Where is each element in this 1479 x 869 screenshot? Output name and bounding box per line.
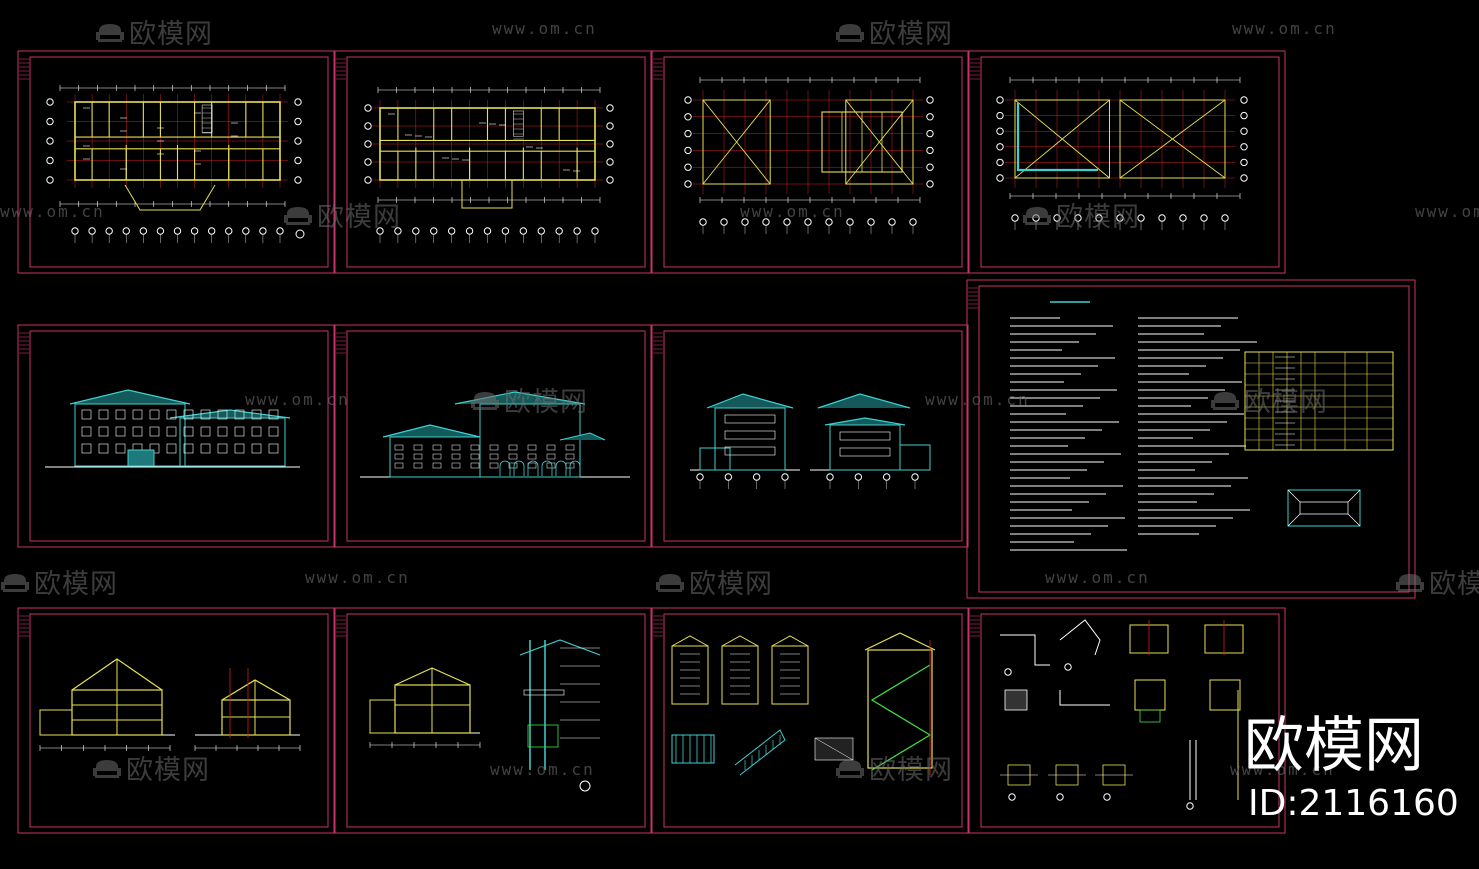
sofa-logo-icon (1210, 388, 1240, 419)
watermark-brand: 欧模网 (1395, 562, 1479, 601)
sofa-logo-icon (1022, 203, 1052, 234)
watermark-brand-text: 欧模网 (689, 569, 773, 600)
sheet-elevation-1 (17, 324, 335, 548)
sofa-logo-icon (470, 388, 500, 419)
sheet-elevation-3 (651, 324, 969, 548)
sofa-logo-icon (95, 20, 125, 51)
watermark-brand-text: 欧模网 (126, 755, 210, 786)
model-id-label: ID:2116160 (1248, 783, 1459, 824)
sofa-logo-icon (1395, 570, 1425, 601)
sofa-logo-icon (283, 203, 313, 234)
section-2 (369, 639, 601, 792)
watermark-brand: 欧模网 (1022, 195, 1140, 234)
watermark-url: www.om.cn (490, 760, 595, 779)
watermark-brand: 欧模网 (92, 748, 210, 787)
roof-plan-1 (693, 90, 923, 194)
sofa-logo-icon (835, 756, 865, 787)
sheet-plan-2 (334, 50, 652, 274)
floor-plan-2 (372, 100, 603, 188)
elevation-front (45, 389, 300, 468)
watermark-url: www.om.cn (305, 568, 410, 587)
sofa-logo-icon (92, 756, 122, 787)
watermark-brand: 欧模网 (655, 562, 773, 601)
watermark-brand: 欧模网 (95, 12, 213, 51)
watermark-brand-text: 欧模网 (504, 387, 588, 418)
sheet-section-1 (17, 607, 335, 834)
sheet-roof-plan-2 (968, 50, 1286, 274)
watermark-brand-text: 欧模网 (129, 19, 213, 50)
sheet-section-2 (334, 607, 652, 834)
watermark-url: www.om.cn (492, 19, 597, 38)
watermark-brand-text: 欧模网 (34, 569, 118, 600)
watermark-url: www.om.cn (740, 202, 845, 221)
watermark-brand-text: 欧模网 (869, 19, 953, 50)
watermark-brand-text: 欧模网 (317, 202, 401, 233)
watermark-brand: 欧模网 (283, 195, 401, 234)
sofa-logo-icon (655, 570, 685, 601)
floor-plan-1 (67, 94, 288, 188)
sofa-logo-icon (835, 20, 865, 51)
watermark-brand-text: 欧模网 (1429, 569, 1479, 600)
watermark-brand: 欧模网 (470, 380, 588, 419)
watermark-brand-text: 欧模网 (869, 755, 953, 786)
sofa-logo-icon (0, 570, 30, 601)
sheet-stair-details (651, 607, 969, 834)
watermark-url: www.om.cn (925, 390, 1030, 409)
sheet-elevation-2 (334, 324, 652, 548)
watermark-url: www.om.cn (1415, 202, 1479, 221)
sheet-roof-plan-1 (651, 50, 969, 274)
watermark-brand: 欧模网 (835, 12, 953, 51)
watermark-brand-text: 欧模网 (1056, 202, 1140, 233)
watermark-url: www.om.cn (1232, 19, 1337, 38)
design-notes (1010, 301, 1394, 551)
watermark-url: www.om.cn (1045, 568, 1150, 587)
sheet-details (968, 607, 1286, 834)
elevation-left-right (690, 393, 931, 489)
watermark-brand-text: 欧模网 (1244, 387, 1328, 418)
watermark-url: www.om.cn (245, 390, 350, 409)
watermark-url: www.om.cn (1230, 760, 1335, 779)
section-1 (39, 658, 301, 751)
sheet-plan-1 (17, 50, 335, 274)
watermark-url: www.om.cn (0, 202, 105, 221)
sheet-notes (966, 279, 1416, 599)
roof-plan-2 (1005, 90, 1235, 188)
watermark-brand: 欧模网 (1210, 380, 1328, 419)
stair-details (671, 632, 936, 776)
brand-logo-text: 欧模网 (1244, 711, 1424, 781)
watermark-brand: 欧模网 (835, 748, 953, 787)
construction-details (1000, 619, 1244, 810)
watermark-brand: 欧模网 (0, 562, 118, 601)
